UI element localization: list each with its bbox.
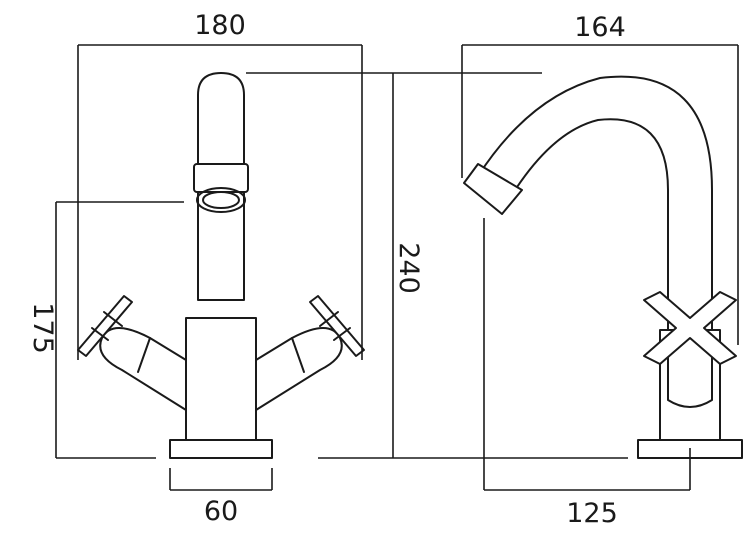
front-base: [169, 439, 273, 459]
front-right-handle: [255, 327, 343, 411]
side-cross-handle: [643, 291, 737, 365]
front-right-lever: [309, 295, 365, 357]
dim-side-reach: 125: [566, 498, 618, 529]
front-view: [77, 72, 365, 459]
side-view: [463, 75, 743, 459]
dim-side-width: 164: [574, 12, 626, 43]
front-body: [185, 317, 257, 441]
dim-front-width: 180: [194, 10, 246, 41]
dim-total-height: 240: [393, 242, 424, 294]
front-left-lever: [77, 295, 133, 357]
dim-spout-height: 175: [27, 302, 58, 354]
front-left-handle: [99, 327, 187, 411]
side-nozzle: [463, 163, 523, 215]
dim-base-width: 60: [204, 496, 238, 527]
front-aerator-opening: [196, 187, 246, 213]
dimension-lines: [55, 44, 739, 491]
